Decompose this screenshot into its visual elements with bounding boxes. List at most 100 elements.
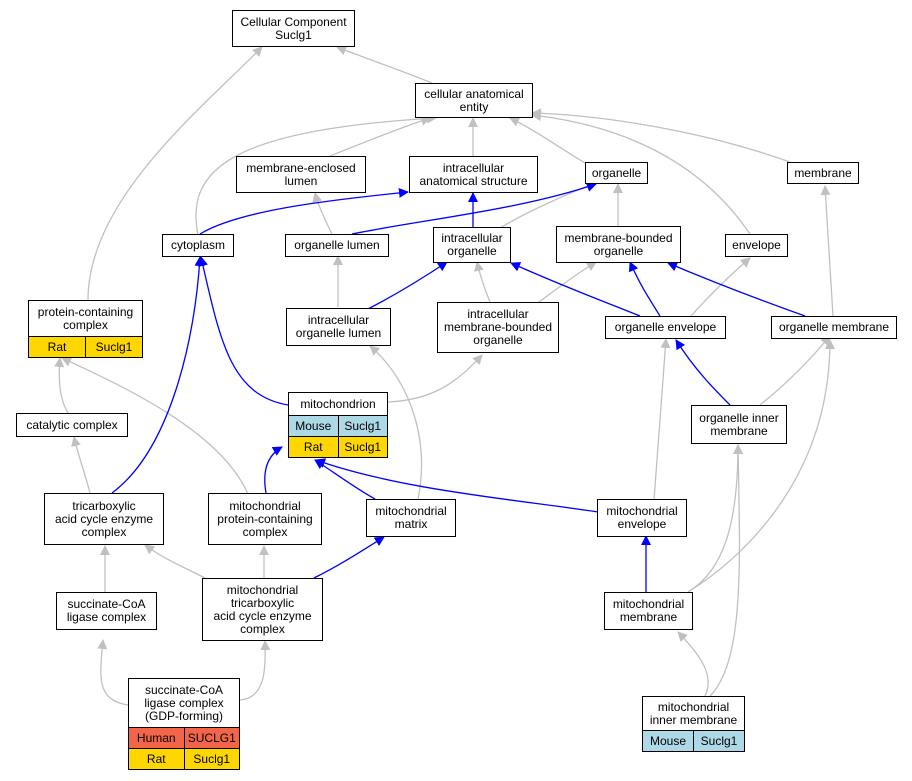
edge-pcc-to-cc [87,46,263,301]
gene-cell: Suclg1 [337,416,388,436]
node-organelle-inner-membrane[interactable]: organelle inner membrane [691,405,787,444]
node-intracellular-anatomical-structure[interactable]: intracellular anatomical structure [409,156,538,193]
node-label: organelle [591,165,642,180]
species-cell: Rat [47,339,67,354]
node-label: organelle membrane [778,320,890,334]
node-label: succinate-CoA ligase complex [66,597,147,624]
node-membrane[interactable]: membrane [787,162,859,184]
node-intracellular-organelle-lumen[interactable]: intracellular organelle lumen [286,308,391,346]
node-mito-membrane[interactable]: mitochondrial membrane [604,592,693,630]
gene-cell: Suclg1 [183,749,240,769]
edge-gdp-to-mtca [239,640,271,701]
edge-om-to-mem [820,185,834,317]
node-intracellular-organelle[interactable]: intracellular organelle [433,227,511,263]
edge-mito-to-imbo [387,354,483,403]
edge-ol-to-mel [312,192,333,235]
edge-menv-to-oe [653,338,671,501]
node-mito-matrix[interactable]: mitochondrial matrix [366,499,456,537]
edge-mtca-to-tca [144,544,206,579]
node-label: cellular anatomical entity [424,86,524,114]
annotation-row: Rat Suclg1 [29,336,142,357]
edge-mpcc-to-pcc [61,357,249,495]
edge-oe-partof-mbo [629,261,661,317]
edge-mmem-to-om [687,339,835,593]
edge-cat-to-pcc [54,357,69,414]
node-cellular-anatomical-entity[interactable]: cellular anatomical entity [415,83,533,118]
edge-mel-to-cae [329,116,431,157]
gene-cell: Suclg1 [85,337,142,357]
edge-org-to-cae [509,117,586,164]
node-tca-enzyme-complex[interactable]: tricarboxylic acid cycle enzyme complex [44,493,164,545]
edge-tca-to-cat [71,436,91,494]
gene-cell: Suclg1 [693,731,744,751]
node-label: protein-containing complex [37,304,134,332]
node-organelle-lumen[interactable]: organelle lumen [285,234,389,257]
edge-om-partof-mbo [667,261,806,317]
edge-mito-partof-cyto [198,256,289,406]
species-cell: Human [136,730,176,745]
edge-iol-partof-io [367,261,448,310]
node-cytoplasm[interactable]: cytoplasm [162,234,234,257]
edge-imbo-to-mbo [534,261,597,306]
edge-imbo-to-io [474,261,491,303]
node-label: mitochondrial tricarboxylic acid cycle e… [213,582,312,636]
edge-menv-partof-mito [315,458,599,513]
edge-mtca-partof-mm [313,536,385,579]
gene-cell: Suclg1 [337,437,388,457]
node-label: mitochondrial envelope [606,504,678,531]
edge-mim-to-mmem [677,631,709,697]
node-catalytic-complex[interactable]: catalytic complex [16,413,128,437]
node-label: Cellular Component Suclg1 [240,14,347,42]
node-label: intracellular membrane-bounded organelle [443,307,553,347]
node-label: tricarboxylic acid cycle enzyme complex [54,498,154,539]
edge-oe-to-env [689,257,751,318]
node-label: intracellular organelle [441,231,503,258]
edge-cyto-to-cae [195,113,437,236]
edge-mm-partof-mito [314,459,376,500]
node-organelle-membrane[interactable]: organelle membrane [771,316,897,339]
node-label: membrane [794,165,852,180]
edge-cyto-partof-ias [199,187,409,235]
edge-mmem-to-oim [687,444,743,593]
node-envelope[interactable]: envelope [725,234,788,257]
node-label: membrane-enclosed lumen [246,160,356,188]
node-label: mitochondrion [300,396,376,411]
edge-env-to-cae [531,111,751,235]
node-label: organelle inner membrane [699,410,779,438]
node-label: mitochondrial membrane [612,597,685,624]
node-label: mitochondrial matrix [375,504,447,531]
node-membrane-bounded-organelle[interactable]: membrane-bounded organelle [556,226,681,263]
node-succinate-coa-ligase-complex[interactable]: succinate-CoA ligase complex [56,592,157,630]
node-label: organelle lumen [294,238,380,252]
edge-mem-to-cae [531,108,791,163]
node-cellular-component[interactable]: Cellular Component Suclg1 [232,10,355,47]
edge-oim-partof-oe [675,339,731,406]
species-cell: Mouse [649,733,687,748]
annotation-row: Rat Suclg1 [129,748,239,769]
species-cell: Rat [146,751,166,766]
node-label: intracellular anatomical structure [419,160,528,188]
annotation-row: Mouse Suclg1 [643,730,744,751]
node-organelle[interactable]: organelle [585,162,648,184]
node-label: mitochondrial protein-containing complex [217,498,313,539]
node-label: succinate-CoA ligase complex (GDP-formin… [144,682,224,723]
node-intracellular-membrane-bounded-organelle[interactable]: intracellular membrane-bounded organelle [437,302,559,353]
edge-gdp-to-scl [97,639,129,706]
node-succinate-coa-ligase-gdp[interactable]: succinate-CoA ligase complex (GDP-formin… [128,678,240,770]
node-label: cytoplasm [170,238,226,252]
edge-tca-partof-cyto [111,256,205,494]
node-mito-envelope[interactable]: mitochondrial envelope [597,499,687,537]
node-mito-tca-enzyme-complex[interactable]: mitochondrial tricarboxylic acid cycle e… [202,578,323,641]
node-label: membrane-bounded organelle [564,230,673,258]
node-label: intracellular organelle lumen [295,313,382,340]
node-mito-protein-containing-complex[interactable]: mitochondrial protein-containing complex [208,493,322,545]
node-membrane-enclosed-lumen[interactable]: membrane-enclosed lumen [236,156,366,193]
node-organelle-envelope[interactable]: organelle envelope [605,316,726,339]
edge-ol-partof-org [351,182,597,235]
